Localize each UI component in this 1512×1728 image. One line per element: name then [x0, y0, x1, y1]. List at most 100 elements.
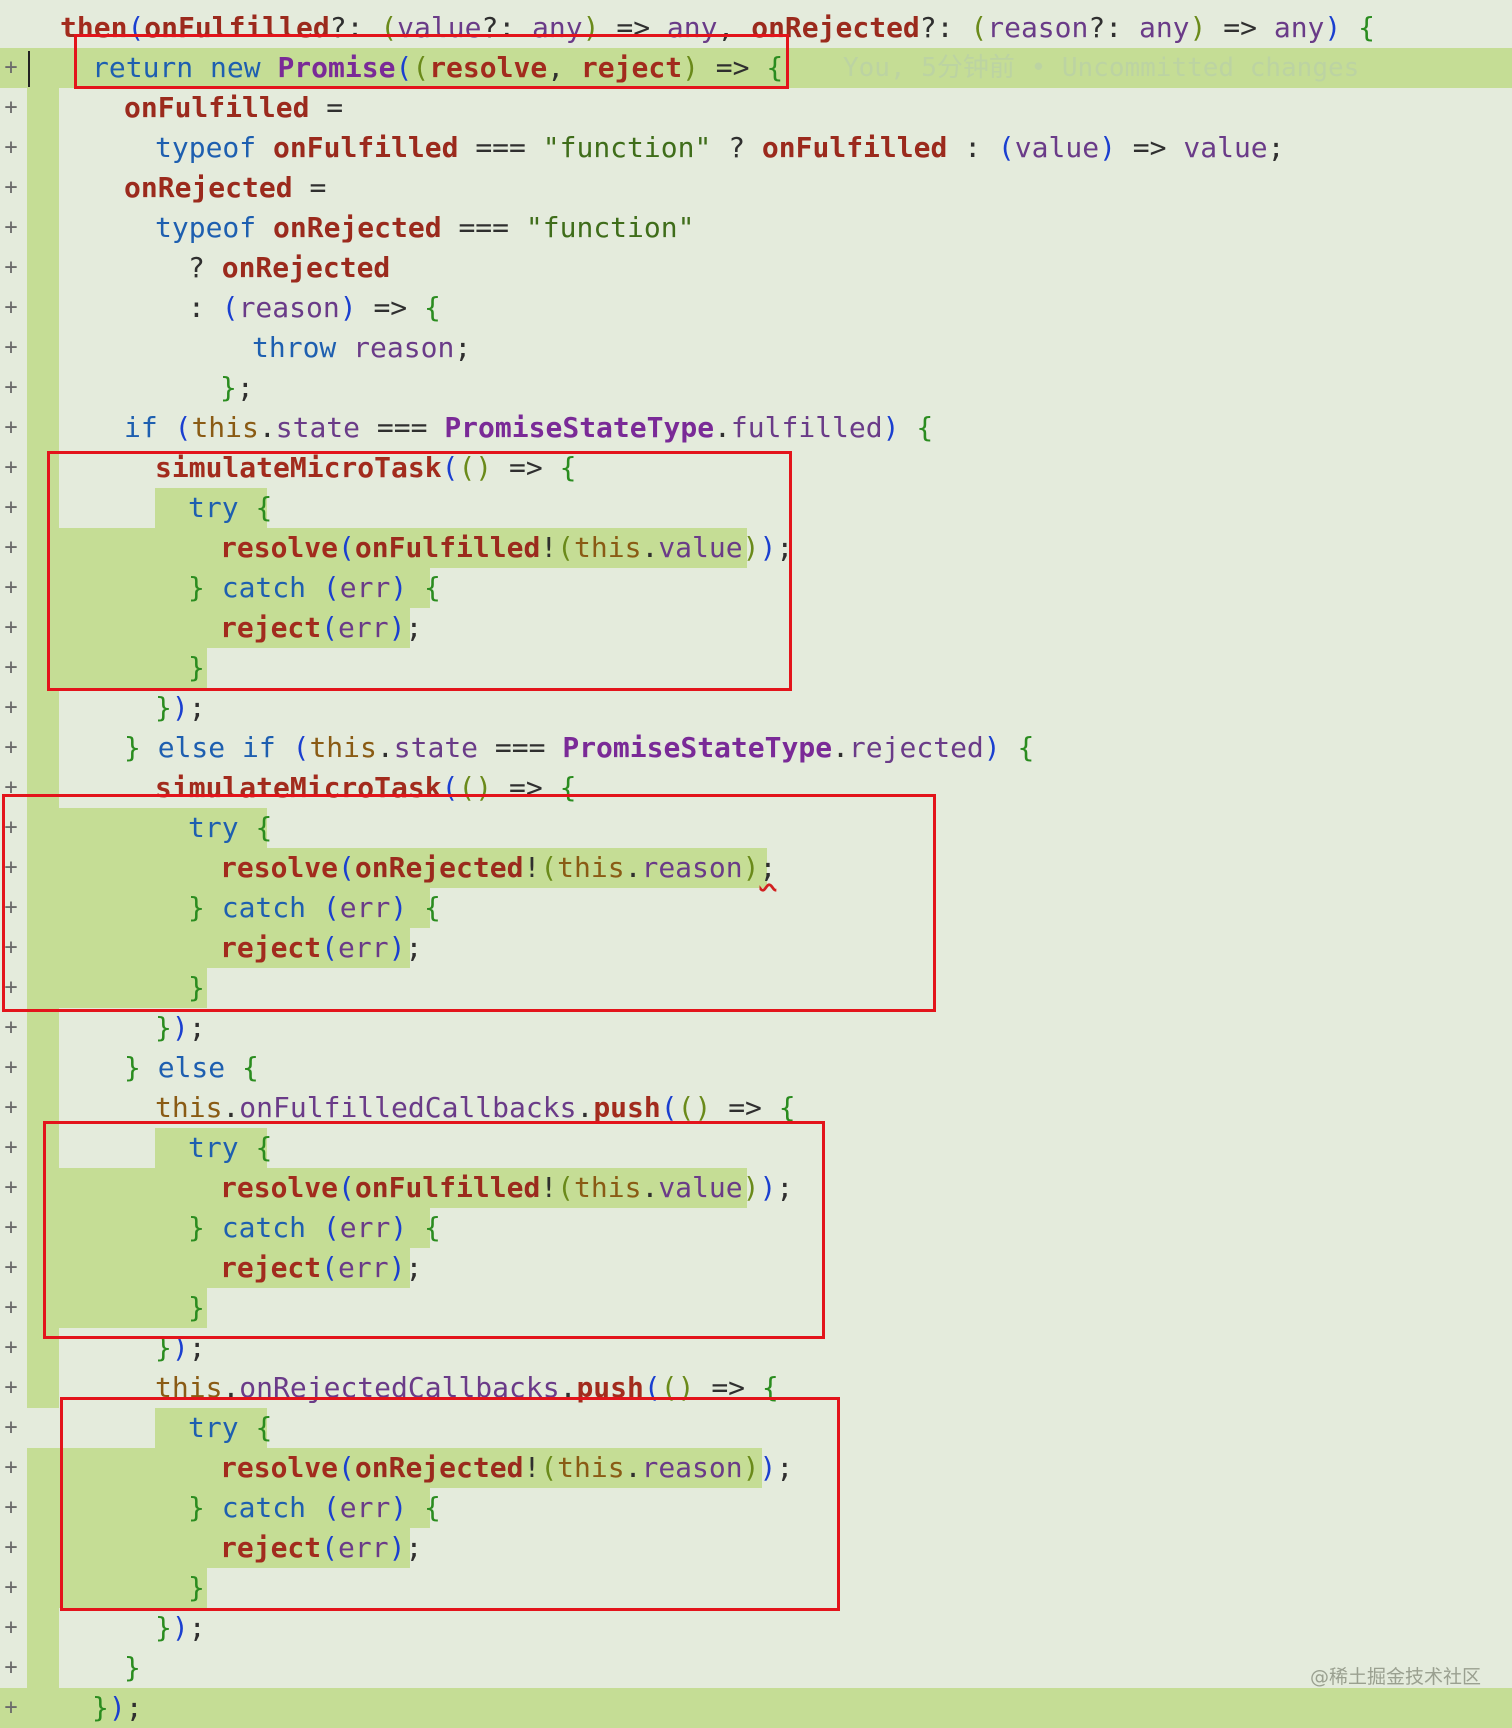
diff-change-bar	[27, 1648, 59, 1688]
code-line[interactable]: +resolve(onRejected!(this.reason);	[0, 848, 1512, 888]
diff-added-marker: +	[4, 1495, 18, 1520]
inline-diff-highlight	[27, 1208, 430, 1248]
diff-added-marker: +	[4, 455, 18, 480]
inline-diff-highlight	[27, 528, 747, 568]
code-line[interactable]: +});	[0, 688, 1512, 728]
code-line[interactable]: + : (reason) => {	[0, 288, 1512, 328]
code-line[interactable]: +} else if (this.state === PromiseStateT…	[0, 728, 1512, 768]
code-line[interactable]: +typeof onFulfilled === "function" ? onF…	[0, 128, 1512, 168]
code-line[interactable]: +try {	[0, 1128, 1512, 1168]
code-line-text: });	[155, 1331, 206, 1364]
code-line[interactable]: +});	[0, 1328, 1512, 1368]
code-line-text: resolve(onRejected!(this.reason));	[220, 1451, 794, 1484]
code-line[interactable]: +});	[0, 1688, 1512, 1728]
code-line[interactable]: +try {	[0, 1408, 1512, 1448]
diff-added-marker: +	[4, 375, 18, 400]
code-line-text: });	[155, 1011, 206, 1044]
code-line-text: } else if (this.state === PromiseStateTy…	[124, 731, 1035, 764]
diff-added-marker: +	[4, 615, 18, 640]
code-line[interactable]: +onRejected =	[0, 168, 1512, 208]
code-line[interactable]: + reject(err);	[0, 1248, 1512, 1288]
diff-added-marker: +	[4, 1415, 18, 1440]
code-line[interactable]: +throw reason;	[0, 328, 1512, 368]
diff-change-bar	[27, 408, 59, 448]
diff-added-marker: +	[4, 295, 18, 320]
diff-added-marker: +	[4, 1295, 18, 1320]
code-line-text: ? onRejected	[188, 251, 391, 284]
diff-added-marker: +	[4, 895, 18, 920]
code-line[interactable]: +} catch (err) {	[0, 568, 1512, 608]
code-line[interactable]: +try {	[0, 488, 1512, 528]
code-line-text: reject(err);	[220, 931, 423, 964]
code-line[interactable]: + return new Promise((resolve, reject) =>…	[0, 48, 1512, 88]
code-line[interactable]: +});	[0, 1608, 1512, 1648]
diff-added-marker: +	[4, 815, 18, 840]
code-line-text: onRejected =	[124, 171, 327, 204]
diff-added-marker: +	[4, 575, 18, 600]
code-line[interactable]: +if (this.state === PromiseStateType.ful…	[0, 408, 1512, 448]
inline-diff-highlight	[27, 1448, 762, 1488]
code-line[interactable]: +} catch (err) {	[0, 1208, 1512, 1248]
diff-added-marker: +	[4, 215, 18, 240]
code-line[interactable]: +? onRejected	[0, 248, 1512, 288]
code-line[interactable]: +};	[0, 368, 1512, 408]
code-line-text: if (this.state === PromiseStateType.fulf…	[124, 411, 934, 444]
code-line-text: simulateMicroTask(() => {	[155, 451, 577, 484]
inline-diff-highlight	[27, 928, 410, 968]
annotation-highlight-box	[47, 451, 792, 691]
diff-change-bar	[27, 1008, 59, 1048]
code-line[interactable]: +} catch (err) {	[0, 1488, 1512, 1528]
code-line[interactable]: + } else {	[0, 1048, 1512, 1088]
diff-added-marker: +	[4, 1335, 18, 1360]
inline-diff-highlight	[155, 488, 267, 528]
text-cursor	[28, 51, 30, 87]
diff-change-bar	[27, 248, 59, 288]
annotation-highlight-box	[43, 1121, 825, 1339]
code-line-text: return new Promise((resolve, reject) => …	[92, 51, 784, 84]
code-line[interactable]: +}	[0, 1648, 1512, 1688]
code-line[interactable]: +reject(err);	[0, 928, 1512, 968]
diff-added-marker: +	[4, 1535, 18, 1560]
diff-added-marker: +	[4, 1055, 18, 1080]
code-line[interactable]: +simulateMicroTask(() => {	[0, 768, 1512, 808]
diff-added-marker: +	[4, 1255, 18, 1280]
diff-change-bar	[27, 168, 59, 208]
code-line[interactable]: +});	[0, 1008, 1512, 1048]
code-line-text: : (reason) => {	[188, 291, 441, 324]
code-line[interactable]: +}	[0, 968, 1512, 1008]
code-line[interactable]: +}	[0, 648, 1512, 688]
diff-added-marker: +	[4, 1095, 18, 1120]
code-line[interactable]: + } catch (err) {	[0, 888, 1512, 928]
code-line-text: try {	[188, 491, 273, 524]
code-line-text: reject(err);	[220, 1251, 423, 1284]
diff-added-marker: +	[4, 1015, 18, 1040]
inline-diff-highlight	[27, 848, 767, 888]
code-line-text: this.onFulfilledCallbacks.push(() => {	[155, 1091, 796, 1124]
code-line[interactable]: +reject(err);	[0, 608, 1512, 648]
diff-added-marker: +	[4, 535, 18, 560]
diff-change-bar	[27, 208, 59, 248]
code-line[interactable]: +}	[0, 1568, 1512, 1608]
code-line[interactable]: + simulateMicroTask(() => {	[0, 448, 1512, 488]
code-line[interactable]: +resolve(onFulfilled!(this.value));	[0, 1168, 1512, 1208]
diff-added-marker: +	[4, 1695, 18, 1720]
annotation-highlight-box	[74, 34, 789, 89]
diff-added-marker: +	[4, 55, 18, 80]
diff-added-marker: +	[4, 655, 18, 680]
code-line-text: reject(err);	[220, 1531, 423, 1564]
code-line-text: resolve(onFulfilled!(this.value));	[220, 1171, 794, 1204]
code-line[interactable]: + reject(err);	[0, 1528, 1512, 1568]
code-line[interactable]: + this.onFulfilledCallbacks.push(() => {	[0, 1088, 1512, 1128]
code-line[interactable]: +onFulfilled =	[0, 88, 1512, 128]
code-line-text: }	[188, 971, 205, 1004]
diff-added-marker: +	[4, 855, 18, 880]
inline-diff-highlight	[155, 1128, 267, 1168]
code-line-text: } else {	[124, 1051, 259, 1084]
code-line[interactable]: +try {	[0, 808, 1512, 848]
code-line-text: throw reason;	[252, 331, 472, 364]
code-line[interactable]: +typeof onRejected === "function"	[0, 208, 1512, 248]
code-line[interactable]: +resolve(onFulfilled!(this.value));	[0, 528, 1512, 568]
code-line-text: } catch (err) {	[188, 891, 441, 924]
code-line[interactable]: +resolve(onRejected!(this.reason));	[0, 1448, 1512, 1488]
